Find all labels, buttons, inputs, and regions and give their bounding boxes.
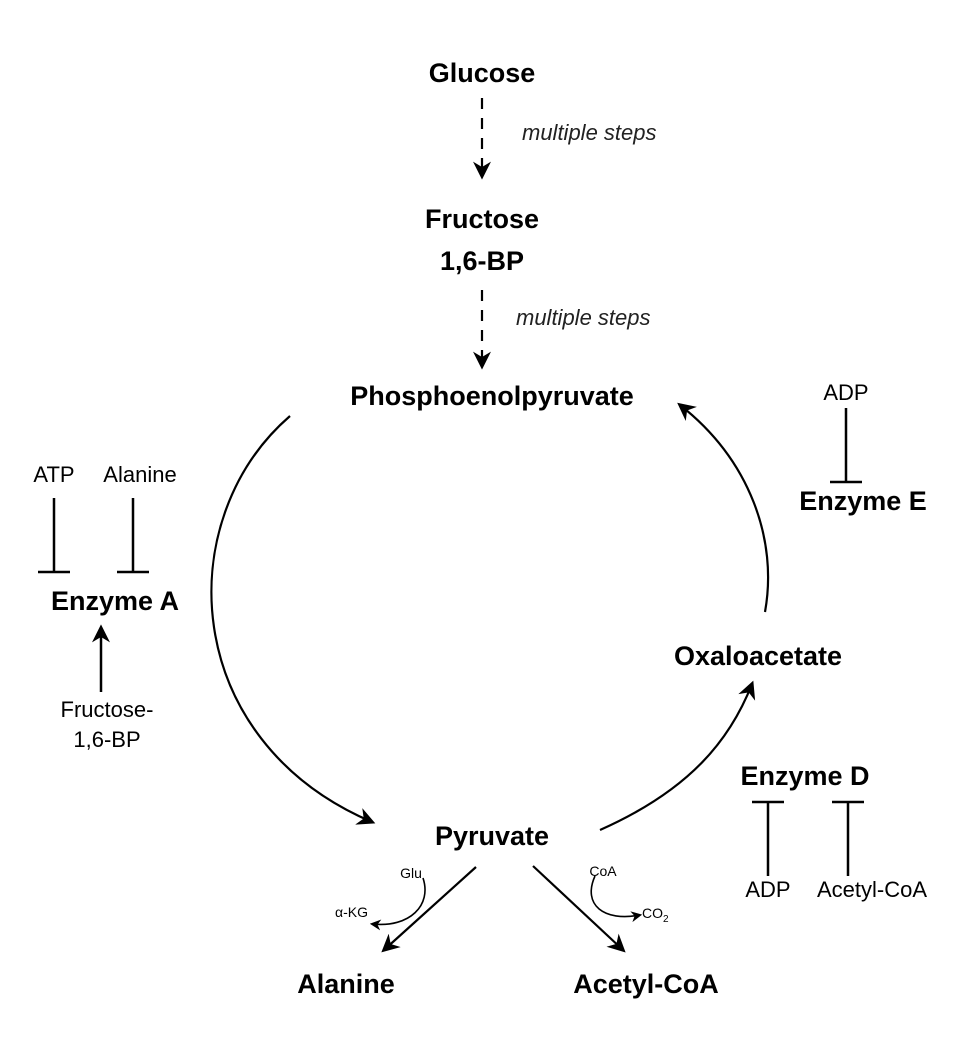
- atp-label: ATP: [33, 462, 74, 487]
- acetyl-coa-label: Acetyl-CoA: [573, 969, 719, 999]
- alanine-label: Alanine: [297, 969, 395, 999]
- coa-to-co2-arc: [590, 875, 643, 923]
- glu-to-akg-arc: [369, 877, 426, 931]
- acetyl-coa-d-label: Acetyl-CoA: [817, 877, 927, 902]
- oxaloacetate-to-pep-arc: [677, 402, 770, 613]
- pyruvate-to-oxaloacetate-arc: [599, 680, 756, 832]
- enzyme-e-label: Enzyme E: [799, 486, 927, 516]
- pyruvate-to-acetyl-coa-arrow: [532, 865, 626, 953]
- co2-label: CO2: [642, 905, 669, 925]
- glucose-label: Glucose: [429, 58, 536, 88]
- pep-label: Phosphoenolpyruvate: [350, 381, 634, 411]
- pyruvate-label: Pyruvate: [435, 821, 549, 851]
- fructose-bp-label-line2: 1,6-BP: [440, 246, 524, 276]
- akg-label: α-KG: [335, 904, 368, 920]
- alanine-regulator-label: Alanine: [103, 462, 176, 487]
- pyruvate-to-alanine-arrow: [381, 866, 477, 953]
- pep-to-pyruvate-arc: [210, 415, 376, 825]
- glu-label: Glu: [400, 865, 422, 881]
- adp-d-label: ADP: [745, 877, 790, 902]
- co2-subscript: 2: [663, 914, 669, 925]
- co2-main: CO: [642, 905, 663, 921]
- step-label-2: multiple steps: [516, 305, 651, 330]
- fructose-regulator-line1: Fructose-: [61, 697, 154, 722]
- fructose-regulator-line2: 1,6-BP: [73, 727, 140, 752]
- fructose-bp-label-line1: Fructose: [425, 204, 539, 234]
- step-label-1: multiple steps: [522, 120, 657, 145]
- coa-label: CoA: [589, 863, 617, 879]
- oxaloacetate-label: Oxaloacetate: [674, 641, 842, 671]
- enzyme-d-label: Enzyme D: [740, 761, 869, 791]
- adp-e-label: ADP: [823, 380, 868, 405]
- enzyme-a-label: Enzyme A: [51, 586, 179, 616]
